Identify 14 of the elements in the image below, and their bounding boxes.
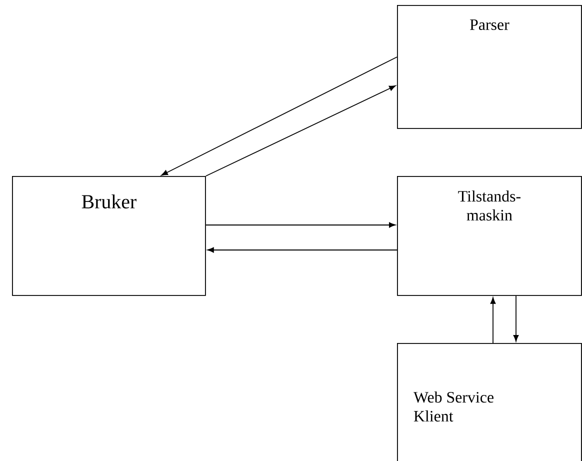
box-label: Tilstands- maskin: [458, 190, 520, 221]
process-box: [397, 176, 582, 296]
arrow: [205, 85, 396, 176]
box-label: Bruker: [82, 194, 136, 208]
arrow: [161, 56, 398, 176]
box-label: Web Service Klient: [413, 391, 494, 422]
process-box: [12, 176, 206, 296]
arrow: [513, 295, 519, 342]
arrow: [205, 222, 396, 228]
arrow: [207, 247, 398, 253]
arrow: [490, 297, 496, 344]
process-box: [397, 343, 582, 461]
process-box: [397, 5, 582, 129]
box-label: Parser: [470, 19, 510, 30]
